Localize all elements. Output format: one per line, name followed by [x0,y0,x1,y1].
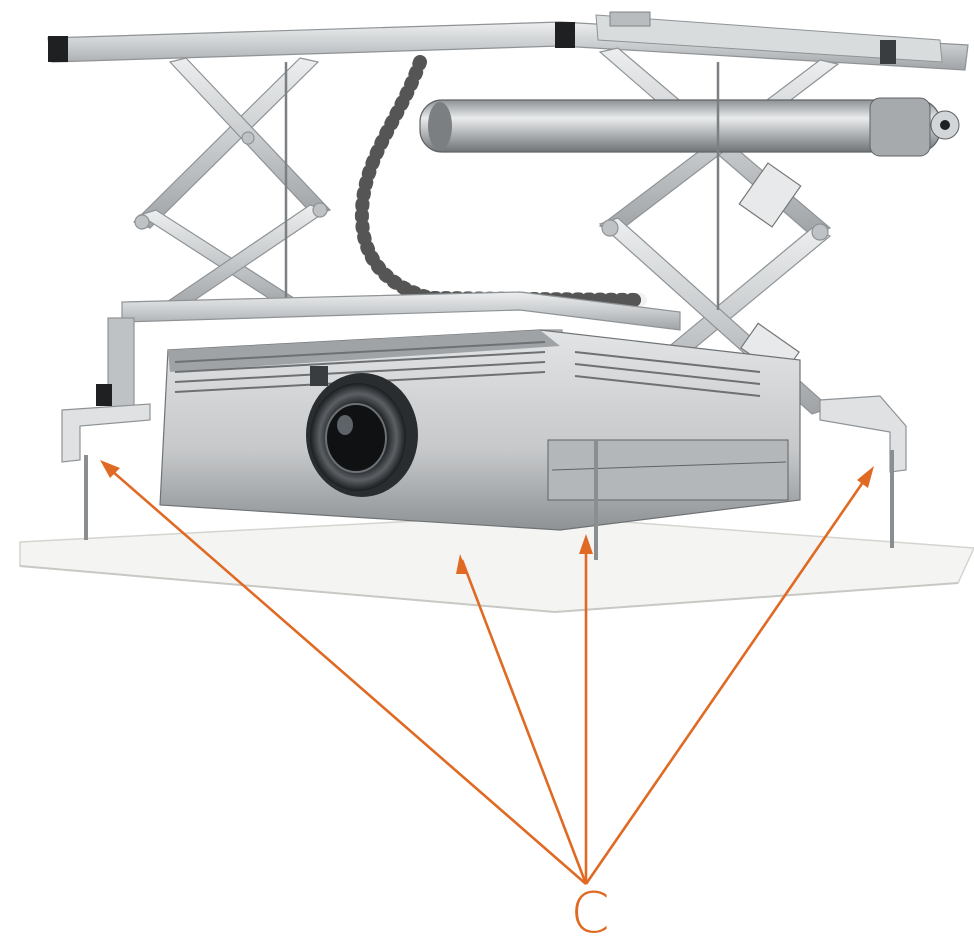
ceiling-panel-edge [19,565,556,613]
arrowhead-icon [456,554,468,574]
projector-body [159,329,801,531]
motor-tube [419,97,960,157]
callout-arrow-panel [460,559,588,885]
left-scissor-arms [132,57,332,311]
frame-corner-block [555,22,575,48]
warning-label [738,162,802,228]
projector-lens [306,373,418,497]
threaded-feet [84,440,894,560]
callout-arrowheads [100,460,874,574]
callout-arrows [103,463,872,885]
arrowhead-icon [579,534,593,554]
support-rods [284,62,720,310]
top-frame [47,11,969,71]
frame-corner-block [48,36,68,62]
callout-arrow-left-foot [103,463,587,885]
callout-arrow-right-foot [584,471,872,885]
callout-label: C [570,881,610,946]
arrowhead-icon [100,460,120,478]
arrowhead-icon [857,466,874,488]
